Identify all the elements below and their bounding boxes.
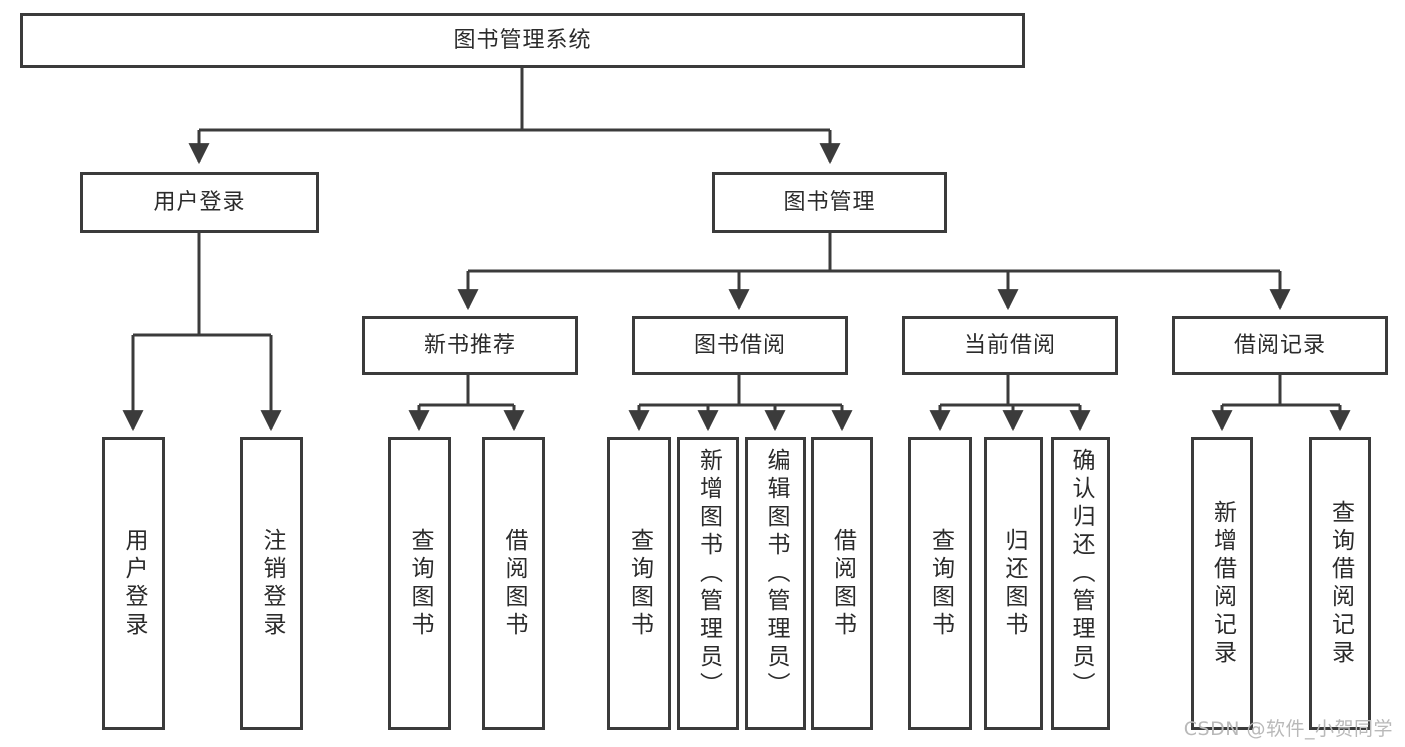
leaf-logout[interactable]: 注销登录 — [240, 437, 303, 730]
leaf-add-borrow-record[interactable]: 新增借阅记录 — [1191, 437, 1253, 730]
node-user-login[interactable]: 用户登录 — [80, 172, 319, 233]
node-root-label: 图书管理系统 — [453, 27, 592, 53]
leaf-user-login-label: 用户登录 — [121, 527, 147, 640]
leaf-borrow-book[interactable]: 借阅图书 — [811, 437, 873, 730]
leaf-query-borrow-record[interactable]: 查询借阅记录 — [1309, 437, 1371, 730]
leaf-return-book-label: 归还图书 — [1001, 527, 1027, 640]
leaf-edit-book-admin[interactable]: 编辑图书（管理员） — [745, 437, 806, 730]
node-borrow-record-label: 借阅记录 — [1233, 332, 1326, 358]
leaf-current-query-book[interactable]: 查询图书 — [908, 437, 972, 730]
node-user-login-label: 用户登录 — [153, 189, 246, 215]
leaf-borrow-book-label: 借阅图书 — [829, 527, 856, 640]
leaf-add-book-admin[interactable]: 新增图书（管理员） — [677, 437, 739, 730]
node-current-borrow[interactable]: 当前借阅 — [902, 316, 1118, 375]
node-current-borrow-label: 当前借阅 — [963, 332, 1056, 358]
node-new-book-recommend-label: 新书推荐 — [423, 332, 516, 358]
leaf-user-login[interactable]: 用户登录 — [102, 437, 165, 730]
node-book-borrow[interactable]: 图书借阅 — [632, 316, 848, 375]
node-book-borrow-label: 图书借阅 — [693, 332, 786, 358]
leaf-return-book[interactable]: 归还图书 — [984, 437, 1043, 730]
node-new-book-recommend[interactable]: 新书推荐 — [362, 316, 578, 375]
leaf-borrow-query-book-label: 查询图书 — [626, 527, 653, 640]
leaf-new-book-query-label: 查询图书 — [407, 527, 433, 640]
leaf-new-book-borrow[interactable]: 借阅图书 — [482, 437, 545, 730]
leaf-new-book-query[interactable]: 查询图书 — [388, 437, 451, 730]
leaf-confirm-return-admin-label: 确认归还（管理员） — [1068, 448, 1094, 700]
leaf-add-book-admin-label: 新增图书（管理员） — [695, 448, 722, 700]
node-book-manage[interactable]: 图书管理 — [712, 172, 947, 233]
leaf-confirm-return-admin[interactable]: 确认归还（管理员） — [1051, 437, 1110, 730]
leaf-new-book-borrow-label: 借阅图书 — [501, 527, 527, 640]
watermark-text: CSDN @软件_小贺同学 — [1183, 718, 1393, 740]
node-borrow-record[interactable]: 借阅记录 — [1172, 316, 1388, 375]
leaf-borrow-query-book[interactable]: 查询图书 — [607, 437, 671, 730]
leaf-current-query-book-label: 查询图书 — [927, 527, 954, 640]
leaf-logout-label: 注销登录 — [259, 527, 285, 640]
leaf-edit-book-admin-label: 编辑图书（管理员） — [763, 448, 789, 700]
node-book-manage-label: 图书管理 — [783, 189, 876, 215]
leaf-add-borrow-record-label: 新增借阅记录 — [1209, 499, 1236, 668]
leaf-query-borrow-record-label: 查询借阅记录 — [1327, 499, 1354, 668]
node-root[interactable]: 图书管理系统 — [20, 13, 1025, 68]
